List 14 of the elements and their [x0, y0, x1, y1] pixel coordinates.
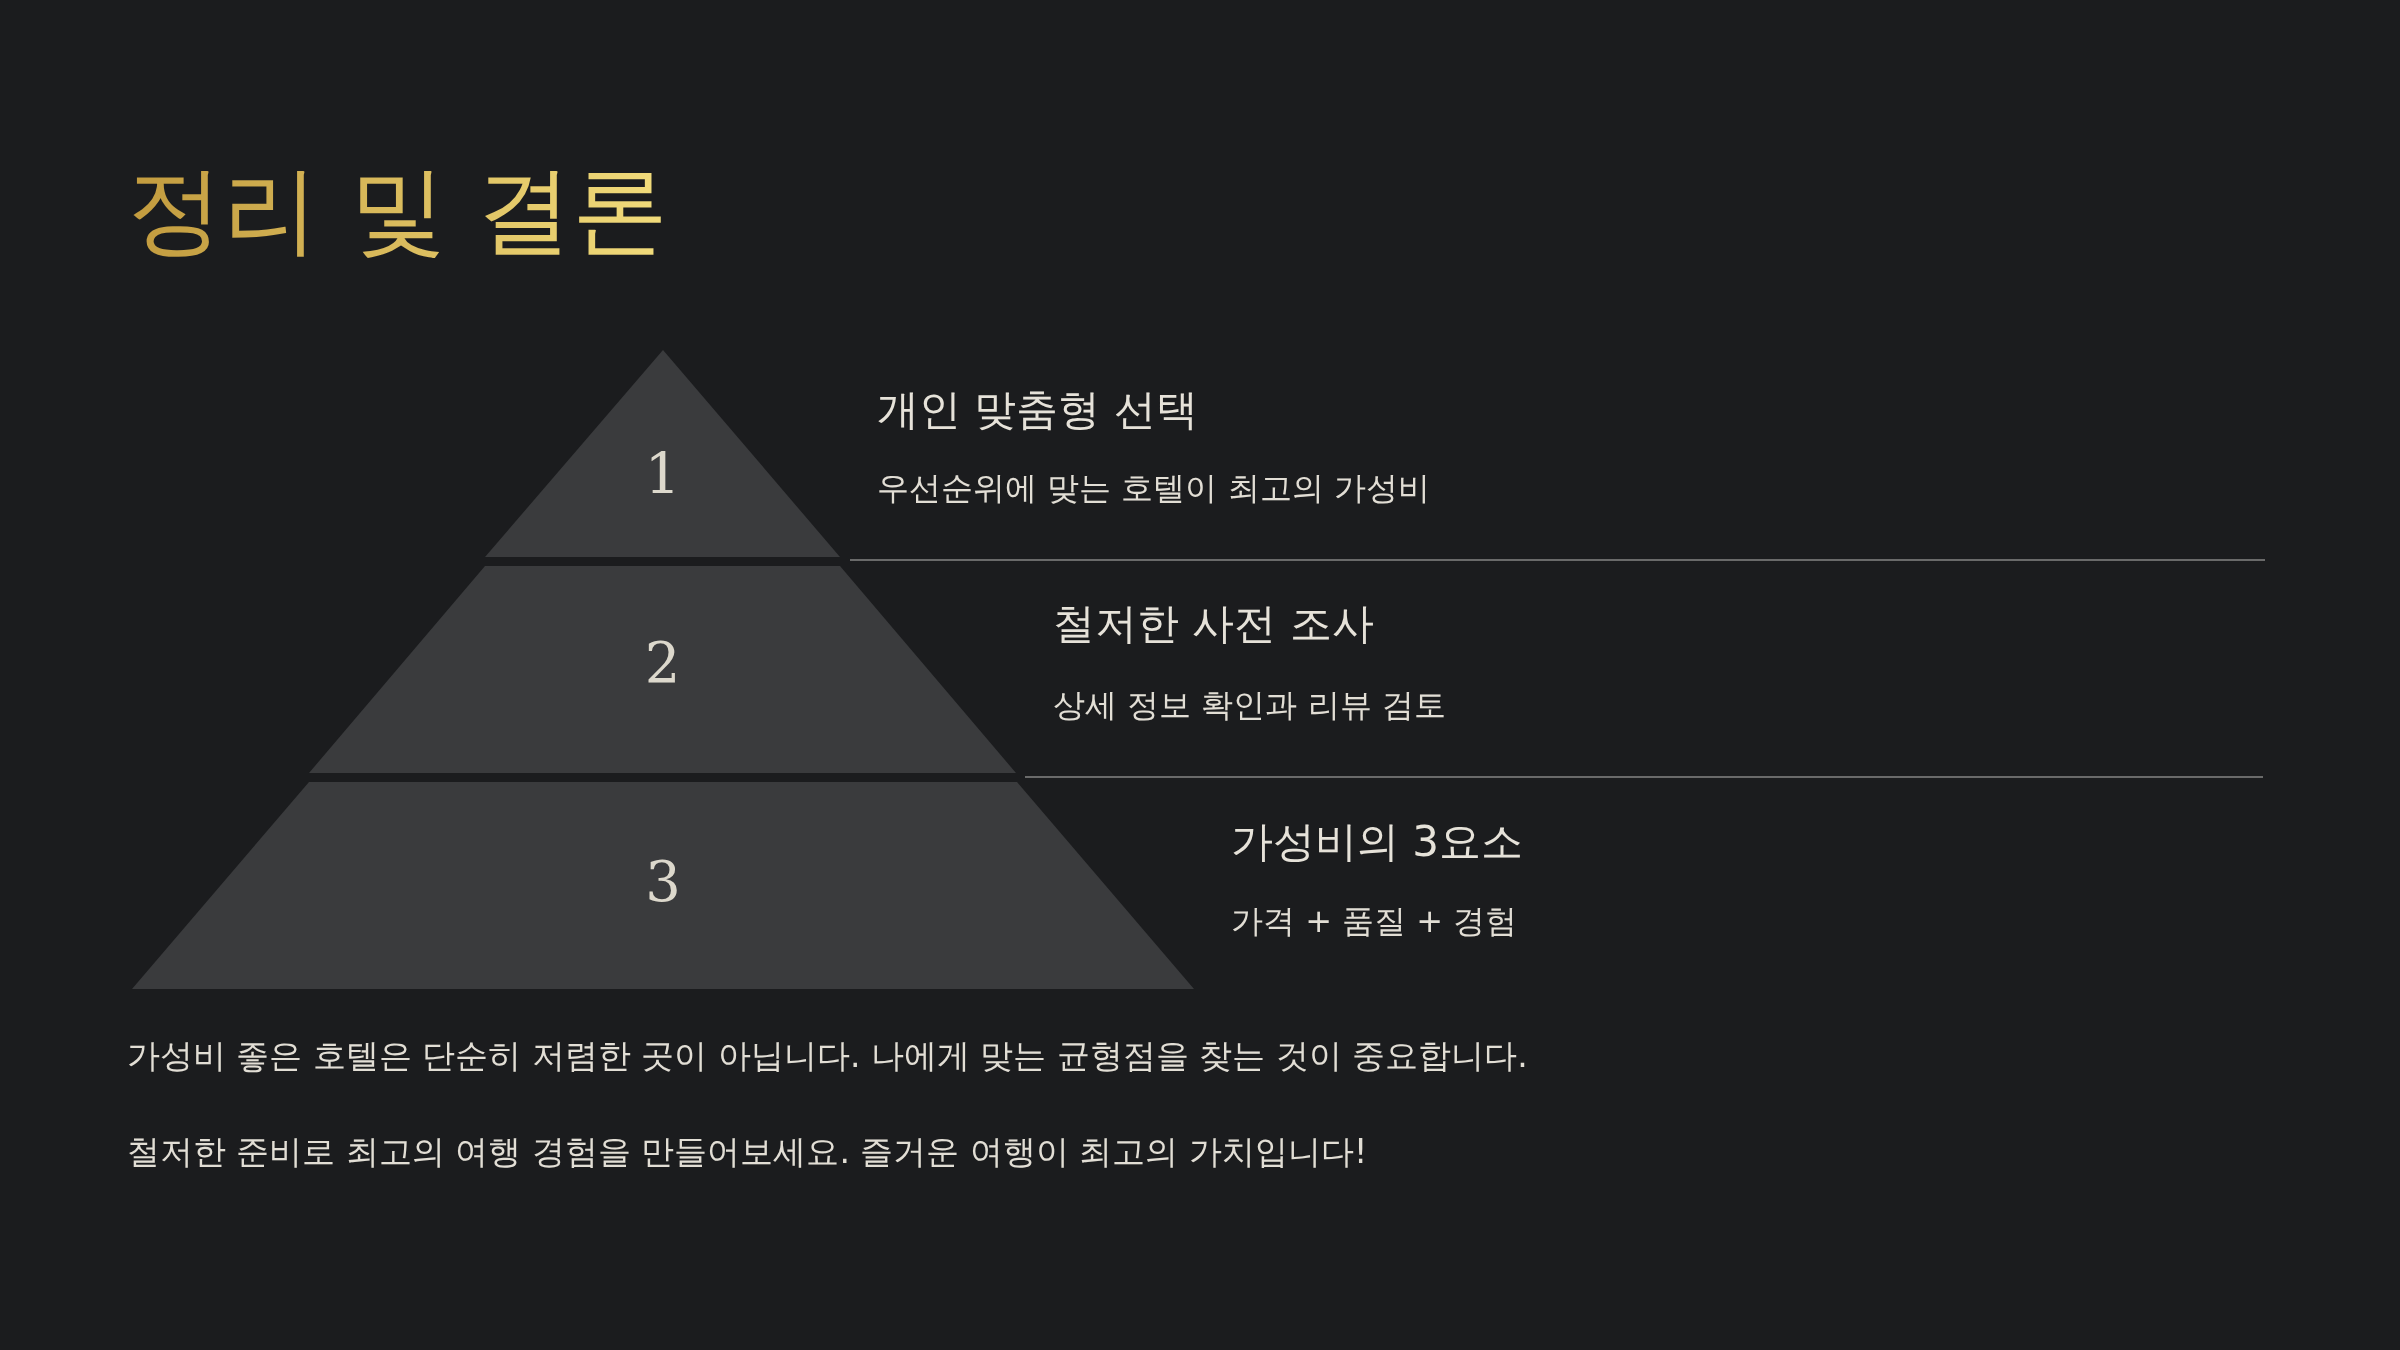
- paragraph: 가성비 좋은 호텔은 단순히 저렴한 곳이 아닙니다. 나에게 맞는 균형점을 찾는 것이 중요합니다.: [127, 1035, 1528, 1077]
- pyramid-tier: [309, 566, 1016, 773]
- paragraph: 철저한 준비로 최고의 여행 경험을 만들어보세요. 즐거운 여행이 최고의 가치입니다!: [127, 1131, 1368, 1173]
- pyramid-tier: [485, 350, 840, 557]
- tier-description: 상세 정보 확인과 리뷰 검토: [1053, 685, 1446, 726]
- tier-heading: 철저한 사전 조사: [1053, 598, 1374, 650]
- tier-description: 가격 + 품질 + 경험: [1231, 901, 1518, 942]
- tier-heading: 개인 맞춤형 선택: [877, 384, 1198, 436]
- tier-description: 우선순위에 맞는 호텔이 최고의 가성비: [877, 468, 1430, 509]
- tier-number: 3: [644, 848, 682, 916]
- tier-number: 1: [643, 440, 682, 508]
- tier-number: 2: [643, 629, 682, 697]
- tier-heading: 가성비의 3요소: [1231, 816, 1524, 868]
- pyramid-tier: [132, 782, 1194, 989]
